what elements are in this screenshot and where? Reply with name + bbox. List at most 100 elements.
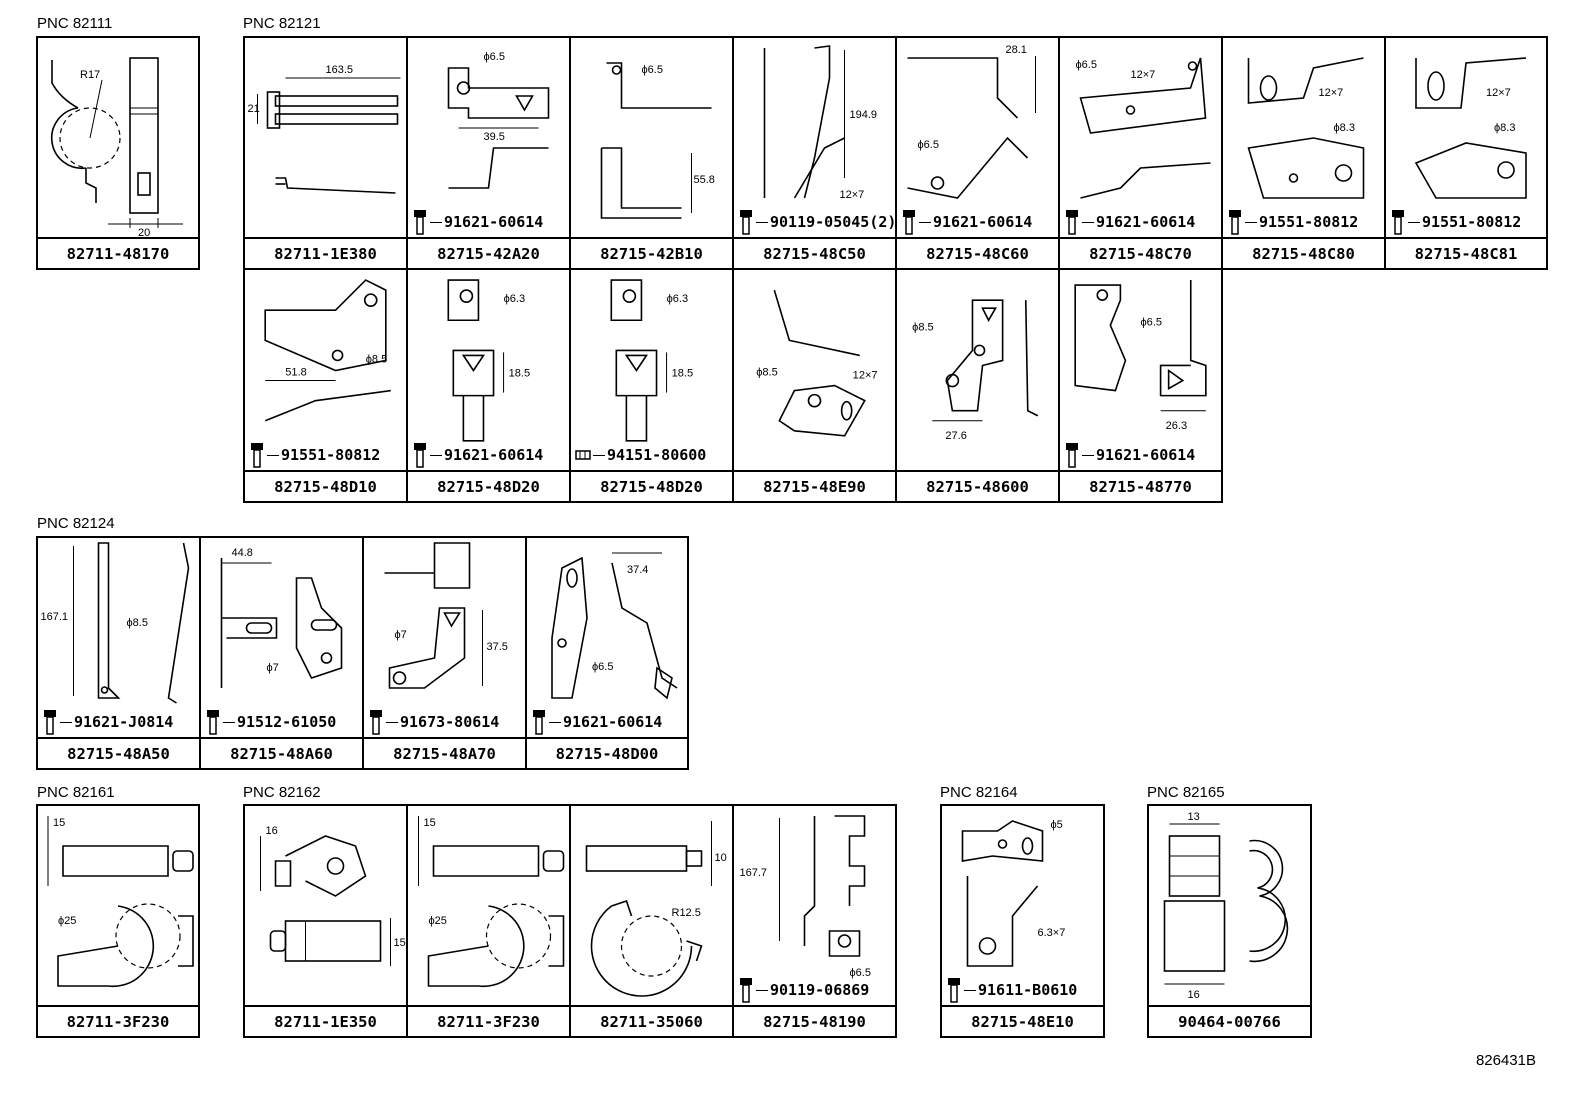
dim-label: 37.4	[627, 564, 648, 576]
part-number[interactable]: 82711-48170	[38, 237, 198, 268]
bolt-icon	[44, 710, 56, 735]
fastener-callout[interactable]: 90119-06869	[738, 976, 869, 1004]
bracket-drawing: 44.8 ϕ7	[201, 538, 362, 738]
fastener-callout[interactable]: 91621-60614	[901, 208, 1032, 236]
part-cell[interactable]: ϕ6.3 18.5 91621-60614 82715-48D20	[406, 268, 571, 503]
fastener-number: 91551-80812	[1422, 213, 1522, 231]
part-cell[interactable]: 12×7 ϕ8.3 91551-80812 82715-48C80	[1221, 36, 1386, 270]
fastener-callout[interactable]: 91512-61050	[205, 708, 336, 736]
part-cell[interactable]: 12×7 ϕ8.3 91551-80812 82715-48C81	[1384, 36, 1548, 270]
part-number[interactable]: 82715-48D00	[527, 737, 687, 768]
fastener-callout[interactable]: 94151-80600	[575, 441, 706, 469]
fastener-number: 91673-80614	[400, 713, 500, 731]
fastener-callout[interactable]: 91621-60614	[412, 208, 543, 236]
dim-label: ϕ6.5	[918, 139, 939, 151]
dim-label: 12×7	[853, 370, 878, 382]
part-cell[interactable]: R17 20 82711-48170	[36, 36, 200, 270]
pnc-label-82165: PNC 82165	[1147, 784, 1225, 801]
part-number[interactable]: 82715-48C70	[1060, 237, 1221, 268]
dim-label: 44.8	[232, 547, 253, 559]
fastener-callout[interactable]: 91551-80812	[1227, 208, 1358, 236]
bracket-drawing: 37.4 ϕ6.5	[527, 538, 687, 738]
part-number[interactable]: 82715-48A60	[201, 737, 362, 768]
part-number[interactable]: 90464-00766	[1149, 1005, 1310, 1036]
part-cell[interactable]: 167.1 ϕ8.5 91621-J0814 82715-48A50	[36, 536, 201, 770]
part-cell[interactable]: ϕ5 6.3×7 91611-B0610 82715-48E10	[940, 804, 1105, 1038]
part-number[interactable]: 82715-48D20	[408, 470, 569, 501]
part-cell[interactable]: ϕ6.3 18.5 94151-80600 82715-48D20	[569, 268, 734, 503]
part-number[interactable]: 82711-1E380	[245, 237, 406, 268]
part-number[interactable]: 82715-48E10	[942, 1005, 1103, 1036]
part-number[interactable]: 82715-48D20	[571, 470, 732, 501]
part-cell[interactable]: 163.5 21 82711-1E380	[243, 36, 408, 270]
part-number[interactable]: 82711-35060	[571, 1005, 732, 1036]
part-cell[interactable]: ϕ8.5 27.6 82715-48600	[895, 268, 1060, 503]
fastener-callout[interactable]: 91621-60614	[531, 708, 662, 736]
part-cell[interactable]: ϕ7 37.5 91673-80614 82715-48A70	[362, 536, 527, 770]
dim-label: ϕ6.3	[504, 293, 526, 305]
fastener-callout[interactable]: 90119-05045(2)	[738, 208, 896, 236]
part-cell[interactable]: ϕ8.5 12×7 82715-48E90	[732, 268, 897, 503]
dim-label: 21	[248, 103, 260, 115]
part-number[interactable]: 82715-48A70	[364, 737, 525, 768]
bolt-icon	[533, 710, 545, 735]
clamp-drawing: 10 R12.5	[571, 806, 732, 1006]
dim-label: ϕ8.5	[366, 353, 388, 365]
dim-label: 6.3×7	[1038, 927, 1066, 939]
part-cell[interactable]: ϕ6.5 55.8 82715-42B10	[569, 36, 734, 270]
dim-label: ϕ6.5	[484, 51, 505, 63]
fastener-callout[interactable]: 91551-80812	[1390, 208, 1521, 236]
fastener-callout[interactable]: 91551-80812	[249, 441, 380, 469]
part-number[interactable]: 82715-48D10	[245, 470, 406, 501]
part-number[interactable]: 82715-48E90	[734, 470, 895, 501]
part-number[interactable]: 82715-48C50	[734, 237, 895, 268]
part-cell[interactable]: 28.1 ϕ6.5 91621-60614 82715-48C60	[895, 36, 1060, 270]
fastener-callout[interactable]: 91621-60614	[1064, 441, 1195, 469]
part-cell[interactable]: 51.8 ϕ8.5 91551-80812 82715-48D10	[243, 268, 408, 503]
pnc-label-82124: PNC 82124	[37, 515, 115, 532]
part-number[interactable]: 82715-48C80	[1223, 237, 1384, 268]
part-number[interactable]: 82715-48C81	[1386, 237, 1546, 268]
dim-label: ϕ7	[267, 662, 279, 674]
part-number[interactable]: 82715-48A50	[38, 737, 199, 768]
part-cell[interactable]: 44.8 ϕ7 91512-61050 82715-48A60	[199, 536, 364, 770]
fastener-number: 91611-B0610	[978, 981, 1078, 999]
part-number[interactable]: 82711-1E350	[245, 1005, 406, 1036]
part-cell[interactable]: 13 16 90464-00766	[1147, 804, 1312, 1038]
bolt-icon	[1392, 210, 1404, 235]
part-cell[interactable]: 16 15 82711-1E350	[243, 804, 408, 1038]
part-number[interactable]: 82711-3F230	[408, 1005, 569, 1036]
tie-band-drawing: 163.5 21	[245, 38, 406, 238]
bracket-drawing: ϕ7 37.5	[364, 538, 525, 738]
part-number[interactable]: 82715-42B10	[571, 237, 732, 268]
part-number[interactable]: 82715-48190	[734, 1005, 895, 1036]
part-number[interactable]: 82715-48770	[1060, 470, 1221, 501]
fastener-callout[interactable]: 91621-60614	[1064, 208, 1195, 236]
fastener-callout[interactable]: 91621-J0814	[42, 708, 173, 736]
bracket-drawing: 194.9 12×7	[734, 38, 895, 238]
part-cell[interactable]: ϕ6.5 26.3 91621-60614 82715-48770	[1058, 268, 1223, 503]
bolt-icon	[740, 210, 752, 235]
part-number[interactable]: 82711-3F230	[38, 1005, 198, 1036]
part-cell[interactable]: 15 ϕ25 82711-3F230	[406, 804, 571, 1038]
fastener-callout[interactable]: 91621-60614	[412, 441, 543, 469]
part-cell[interactable]: ϕ6.5 39.5 91621-60614 82715-42A20	[406, 36, 571, 270]
part-number[interactable]: 82715-48C60	[897, 237, 1058, 268]
part-number[interactable]: 82715-48600	[897, 470, 1058, 501]
part-cell[interactable]: ϕ6.5 12×7 91621-60614 82715-48C70	[1058, 36, 1223, 270]
part-cell[interactable]: 37.4 ϕ6.5 91621-60614 82715-48D00	[525, 536, 689, 770]
part-cell[interactable]: 167.7 ϕ6.5 90119-06869 82715-48190	[732, 804, 897, 1038]
part-cell[interactable]: 10 R12.5 82711-35060	[569, 804, 734, 1038]
part-cell[interactable]: 15 ϕ25 82711-3F230	[36, 804, 200, 1038]
pnc-label-82111: PNC 82111	[37, 15, 113, 32]
dim-label: 13	[1188, 811, 1200, 823]
fastener-callout[interactable]: 91611-B0610	[946, 976, 1077, 1004]
dim-label: 10	[715, 852, 727, 864]
dim-label: ϕ8.3	[1494, 122, 1515, 134]
fastener-callout[interactable]: 91673-80614	[368, 708, 499, 736]
part-cell[interactable]: 194.9 12×7 90119-05045(2) 82715-48C50	[732, 36, 897, 270]
bracket-drawing: ϕ6.5 39.5	[408, 38, 569, 238]
part-number[interactable]: 82715-42A20	[408, 237, 569, 268]
dim-label: 12×7	[1319, 87, 1344, 99]
dim-label: R17	[80, 69, 100, 81]
